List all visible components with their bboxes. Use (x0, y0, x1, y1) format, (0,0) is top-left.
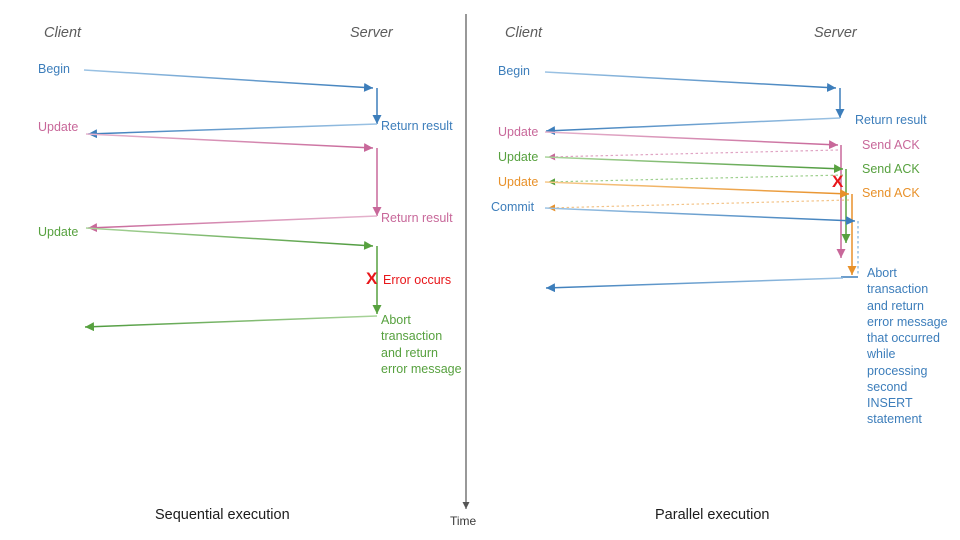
arrow-left-return-1 (87, 123, 378, 139)
arrow-left-return-2 (87, 215, 378, 233)
error-x-icon: X (366, 269, 378, 288)
error-x-icon-right: X (832, 172, 844, 191)
left-panel-arrows (83, 69, 382, 332)
right-panel-arrows (544, 71, 859, 293)
arrow-right-begin (544, 71, 837, 92)
right-label-return-result: Return result (855, 113, 927, 127)
right-label-send-ack-1: Send ACK (862, 138, 920, 152)
arrow-right-update-3 (544, 181, 850, 199)
right-actor-client: Client (505, 25, 543, 41)
arrow-right-commit (544, 207, 856, 226)
time-axis-label: Time (450, 514, 477, 528)
left-label-return-result-1: Return result (381, 119, 453, 133)
arrow-right-ack-3 (547, 199, 850, 212)
left-label-update-2: Update (38, 225, 79, 239)
arrow-right-ack-1 (547, 149, 839, 161)
right-label-send-ack-2: Send ACK (862, 162, 920, 176)
arrow-left-abort (84, 315, 378, 332)
left-label-begin: Begin (38, 62, 70, 76)
arrow-right-return-1 (545, 117, 841, 136)
arrow-left-update-2 (85, 227, 374, 250)
left-label-abort-message: Abort transaction and return error messa… (381, 313, 462, 376)
right-actor-server: Server (814, 25, 857, 41)
arrow-right-abort (545, 277, 844, 293)
arrow-right-update-2 (544, 156, 844, 174)
right-label-send-ack-3: Send ACK (862, 186, 920, 200)
left-panel-caption: Sequential execution (155, 507, 290, 523)
right-label-update-2: Update (498, 150, 539, 164)
right-label-commit: Commit (491, 200, 535, 214)
left-label-error-occurs: Error occurs (383, 273, 452, 287)
left-label-update-1: Update (38, 120, 79, 134)
left-actor-client: Client (44, 25, 82, 41)
right-label-update-1: Update (498, 125, 539, 139)
right-panel-caption: Parallel execution (655, 507, 770, 523)
right-label-abort-message: Abort transaction and return error messa… (867, 266, 948, 427)
arrow-right-ack-2 (547, 174, 844, 186)
left-label-return-result-2: Return result (381, 211, 453, 225)
arrow-right-update-1 (544, 131, 839, 150)
right-label-begin: Begin (498, 64, 530, 78)
arrow-left-update-1 (85, 133, 374, 153)
arrow-left-begin (83, 69, 374, 92)
left-actor-server: Server (350, 25, 393, 41)
right-label-update-3: Update (498, 175, 539, 189)
